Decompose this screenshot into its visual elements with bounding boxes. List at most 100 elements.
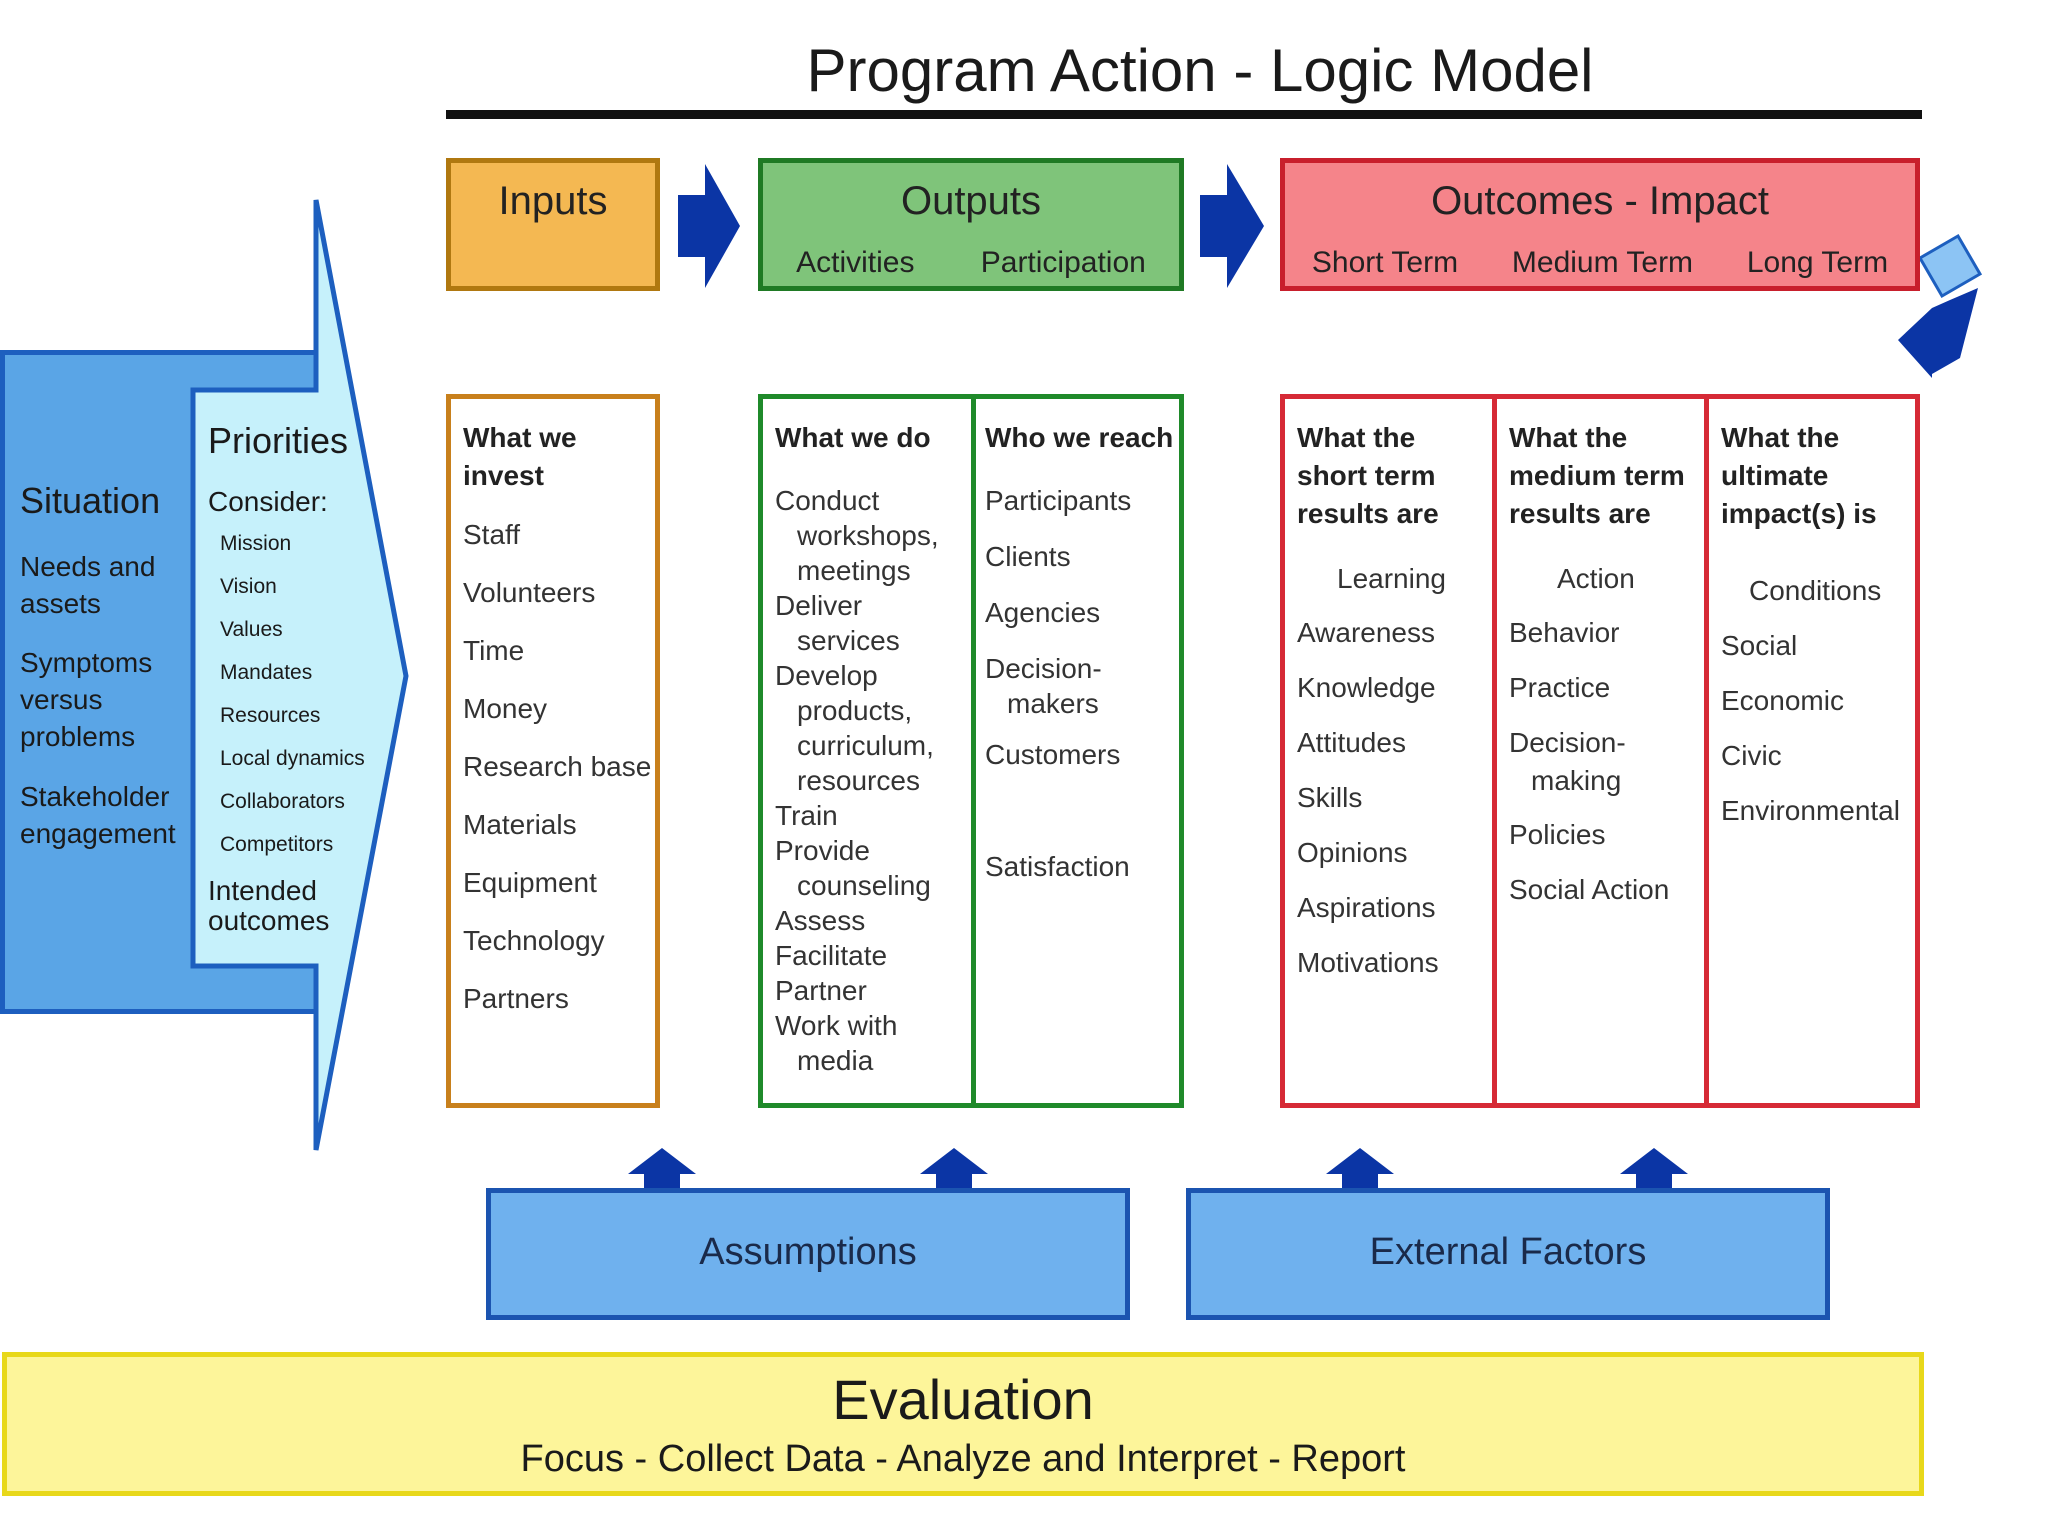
medium-item: Practice bbox=[1509, 672, 1611, 703]
activities-item: resources bbox=[797, 765, 920, 796]
title-underline bbox=[446, 110, 1922, 119]
priorities-item: Collaborators bbox=[220, 790, 345, 813]
short-item: Awareness bbox=[1297, 617, 1436, 648]
outputs-column: What we do Conduct workshops, meetings D… bbox=[758, 394, 1184, 1108]
participation-heading: Who we reach bbox=[985, 422, 1174, 453]
priorities-item: Mission bbox=[220, 532, 292, 555]
evaluation-bar: Evaluation Focus - Collect Data - Analyz… bbox=[2, 1352, 1924, 1496]
outcomes-column: What the short term results are Learning… bbox=[1280, 394, 1920, 1108]
medium-item: Social Action bbox=[1509, 874, 1670, 905]
activities-item: products, bbox=[797, 695, 913, 726]
short-item: Knowledge bbox=[1297, 672, 1436, 703]
activities-item: counseling bbox=[797, 870, 931, 901]
activities-item: Develop bbox=[775, 660, 878, 691]
feedback-arrow-top bbox=[1917, 233, 1983, 299]
assumptions-up-arrow-1 bbox=[628, 1148, 696, 1188]
inputs-item: Technology bbox=[463, 925, 605, 956]
long-item: Social bbox=[1721, 630, 1798, 661]
activities-item: Deliver bbox=[775, 590, 863, 621]
outcomes-sub-long: Long Term bbox=[1746, 246, 1889, 279]
situation-item: Needs and assets bbox=[20, 551, 156, 619]
inputs-item: Money bbox=[463, 693, 548, 724]
short-lead: Learning bbox=[1337, 563, 1446, 594]
activities-item: media bbox=[797, 1045, 874, 1076]
inputs-item: Time bbox=[463, 635, 525, 666]
participation-item: Agencies bbox=[985, 597, 1101, 628]
situation-item: Symptoms versus problems bbox=[20, 647, 153, 752]
inputs-item: Equipment bbox=[463, 867, 597, 898]
inputs-item: Materials bbox=[463, 809, 577, 840]
short-item: Aspirations bbox=[1297, 892, 1436, 923]
activities-item: Partner bbox=[775, 975, 867, 1006]
page-title: Program Action - Logic Model bbox=[806, 37, 1594, 104]
long-item: Civic bbox=[1721, 740, 1782, 771]
priorities-item: Mandates bbox=[220, 661, 313, 684]
inputs-item: Research base bbox=[463, 751, 652, 782]
participation-item: Clients bbox=[985, 541, 1071, 572]
participation-item: Satisfaction bbox=[985, 851, 1130, 882]
evaluation-subtitle: Focus - Collect Data - Analyze and Inter… bbox=[520, 1438, 1406, 1480]
activities-item: curriculum, bbox=[797, 730, 934, 761]
external-up-arrow-2 bbox=[1620, 1148, 1688, 1188]
activities-item: Conduct bbox=[775, 485, 880, 516]
inputs-header: Inputs bbox=[446, 158, 660, 291]
short-item: Motivations bbox=[1297, 947, 1439, 978]
priorities-item: Values bbox=[220, 618, 283, 641]
long-item: Economic bbox=[1721, 685, 1844, 716]
inputs-label: Inputs bbox=[498, 179, 608, 223]
situation-title: Situation bbox=[20, 480, 161, 521]
inputs-item: Staff bbox=[463, 519, 521, 550]
outcomes-header: Outcomes - Impact Short Term Medium Term… bbox=[1280, 158, 1920, 291]
medium-lead: Action bbox=[1557, 563, 1635, 594]
long-lead: Conditions bbox=[1749, 575, 1882, 606]
inputs-item: Volunteers bbox=[463, 577, 596, 608]
evaluation-title: Evaluation bbox=[832, 1368, 1094, 1431]
outcomes-sub-medium: Medium Term bbox=[1511, 246, 1694, 279]
priorities-title: Priorities bbox=[208, 420, 349, 461]
participation-item: makers bbox=[1007, 688, 1099, 719]
priorities-item: Local dynamics bbox=[220, 747, 365, 770]
outputs-divider bbox=[971, 399, 976, 1103]
feedback-arrow-bottom bbox=[1898, 288, 1978, 378]
outputs-sub-activities: Activities bbox=[796, 246, 915, 279]
participation-item: Customers bbox=[985, 739, 1121, 770]
outcomes-divider bbox=[1492, 399, 1497, 1103]
activities-item: services bbox=[797, 625, 900, 656]
short-item: Skills bbox=[1297, 782, 1363, 813]
medium-item: Decision- bbox=[1509, 727, 1626, 758]
outcomes-sub-short: Short Term bbox=[1311, 246, 1459, 279]
medium-item: Policies bbox=[1509, 819, 1606, 850]
participation-item: Decision- bbox=[985, 653, 1102, 684]
medium-item: making bbox=[1531, 765, 1622, 796]
activities-item: workshops, bbox=[797, 520, 939, 551]
outputs-header: Outputs Activities Participation bbox=[758, 158, 1184, 291]
priorities-item: Competitors bbox=[220, 833, 334, 856]
short-item: Attitudes bbox=[1297, 727, 1406, 758]
priorities-arrow-shape bbox=[190, 199, 409, 1151]
inputs-column: What we invest Staff Volunteers Time Mon… bbox=[446, 394, 660, 1108]
inputs-item: Partners bbox=[463, 983, 569, 1014]
outcomes-label: Outcomes - Impact bbox=[1431, 179, 1769, 223]
activities-item: Facilitate bbox=[775, 940, 888, 971]
external-factors-label: External Factors bbox=[1369, 1231, 1647, 1273]
outputs-sub-participation: Participation bbox=[980, 246, 1146, 279]
activities-heading: What we do bbox=[775, 422, 931, 453]
priorities-item: Vision bbox=[220, 575, 277, 598]
external-factors-box: External Factors bbox=[1186, 1188, 1830, 1320]
priorities-consider: Consider: bbox=[208, 486, 328, 517]
assumptions-up-arrow-2 bbox=[920, 1148, 988, 1188]
activities-item: meetings bbox=[797, 555, 911, 586]
external-up-arrow-1 bbox=[1326, 1148, 1394, 1188]
priorities-item: Resources bbox=[220, 704, 321, 727]
assumptions-box: Assumptions bbox=[486, 1188, 1130, 1320]
outputs-to-outcomes-arrow bbox=[1200, 164, 1264, 288]
situation-item: Stakeholder engagement bbox=[20, 781, 176, 849]
outputs-label: Outputs bbox=[900, 179, 1042, 223]
inputs-heading: What we invest bbox=[463, 422, 577, 491]
medium-item: Behavior bbox=[1509, 617, 1620, 648]
long-heading: What the ultimate impact(s) is bbox=[1721, 422, 1877, 529]
activities-item: Provide bbox=[775, 835, 870, 866]
activities-item: Work with bbox=[775, 1010, 898, 1041]
assumptions-label: Assumptions bbox=[699, 1231, 917, 1273]
